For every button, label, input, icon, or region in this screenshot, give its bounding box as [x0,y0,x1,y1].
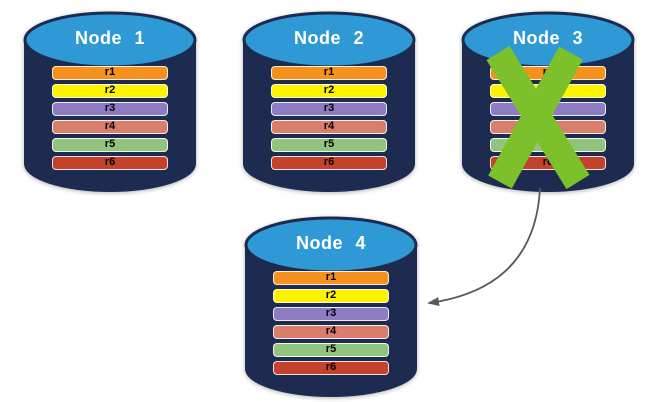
node-label: Node 2 [293,28,364,48]
x-icon [486,45,590,190]
node-3: Node 3 r1 r2 r3 r4 r5 r6 [460,10,636,194]
replica-row-r6: r6 [52,156,168,170]
replica-row-r3: r3 [271,102,387,116]
replica-rows: r1 r2 r3 r4 r5 r6 [271,66,387,174]
replica-row-r4: r4 [52,120,168,134]
replica-row-r4: r4 [271,120,387,134]
replica-row-r5: r5 [273,343,389,357]
replica-row-r4: r4 [273,325,389,339]
node-label: Node 4 [295,233,366,253]
replica-row-r2: r2 [273,289,389,303]
replica-row-r1: r1 [52,66,168,80]
replica-row-r3: r3 [273,307,389,321]
replica-row-r2: r2 [52,84,168,98]
node-2: Node 2 r1 r2 r3 r4 r5 r6 [241,10,417,194]
failover-arrow [427,187,541,307]
replica-row-r2: r2 [271,84,387,98]
node-label: Node 3 [512,28,583,48]
replica-row-r5: r5 [271,138,387,152]
replica-row-r3: r3 [52,102,168,116]
replica-rows: r1 r2 r3 r4 r5 r6 [52,66,168,174]
replica-rows: r1 r2 r3 r4 r5 r6 [273,271,389,379]
node-label: Node 1 [74,28,145,48]
replica-row-r1: r1 [273,271,389,285]
replica-row-r5: r5 [52,138,168,152]
node-4: Node 4 r1 r2 r3 r4 r5 r6 [243,215,419,399]
arrow-curve [427,187,541,307]
replica-row-r1: r1 [271,66,387,80]
x-stroke [488,46,583,189]
replica-row-r6: r6 [271,156,387,170]
node-1: Node 1 r1 r2 r3 r4 r5 r6 [22,10,198,194]
replica-row-r6: r6 [273,361,389,375]
